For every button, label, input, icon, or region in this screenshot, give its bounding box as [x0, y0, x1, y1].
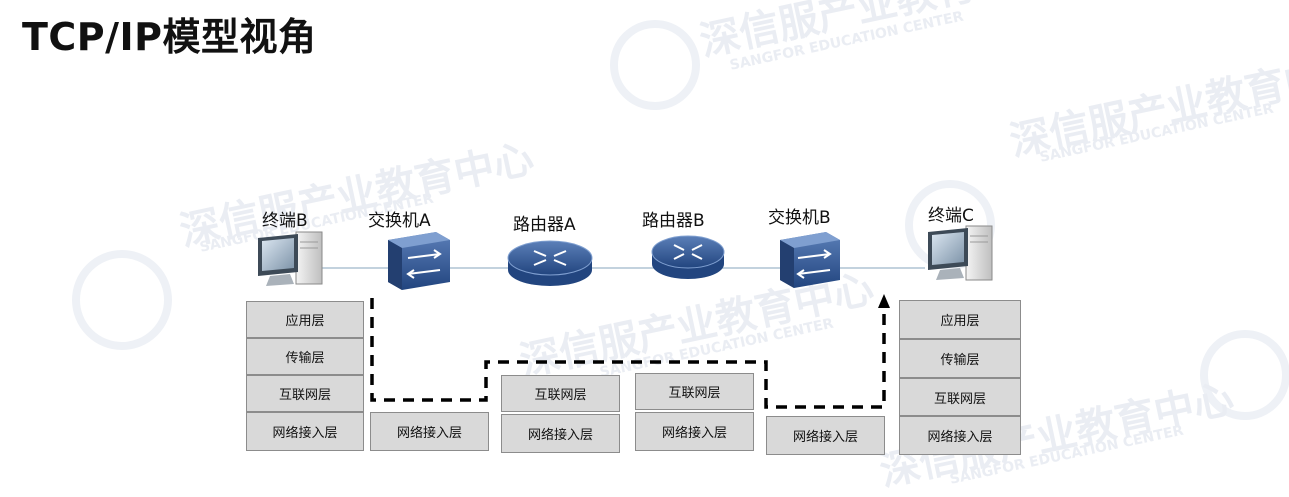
- layer-application: 应用层: [246, 301, 364, 338]
- layer-internet: 互联网层: [899, 378, 1021, 416]
- layer-internet: 互联网层: [635, 373, 754, 410]
- switch-b-layer-network-access: 网络接入层: [766, 416, 885, 455]
- computer-icon: [258, 231, 323, 286]
- layer-internet: 互联网层: [246, 375, 364, 412]
- layer-transport: 传输层: [246, 338, 364, 375]
- switch-icon: [780, 232, 840, 288]
- layer-network-access: 网络接入层: [501, 414, 620, 453]
- switch-a-layer-network-access: 网络接入层: [370, 412, 489, 451]
- layer-application: 应用层: [899, 300, 1021, 339]
- layer-network-access: 网络接入层: [635, 412, 754, 451]
- device-label-router-a: 路由器A: [513, 215, 576, 235]
- page-title: TCP/IP模型视角: [22, 15, 317, 59]
- data-path-line: [370, 298, 886, 409]
- device-label-router-b: 路由器B: [642, 211, 705, 231]
- device-label-terminal-c: 终端C: [928, 206, 974, 226]
- arrow-up-icon: [878, 294, 890, 308]
- router-icon: [507, 240, 593, 286]
- layer-network-access: 网络接入层: [246, 412, 364, 451]
- computer-icon: [928, 225, 993, 281]
- switch-icon: [388, 232, 450, 290]
- layer-network-access: 网络接入层: [899, 416, 1021, 455]
- layer-transport: 传输层: [899, 339, 1021, 378]
- layer-internet: 互联网层: [501, 375, 620, 412]
- router-icon: [651, 235, 725, 279]
- device-label-terminal-b: 终端B: [262, 211, 308, 231]
- device-label-switch-a: 交换机A: [368, 211, 431, 231]
- device-label-switch-b: 交换机B: [768, 208, 831, 228]
